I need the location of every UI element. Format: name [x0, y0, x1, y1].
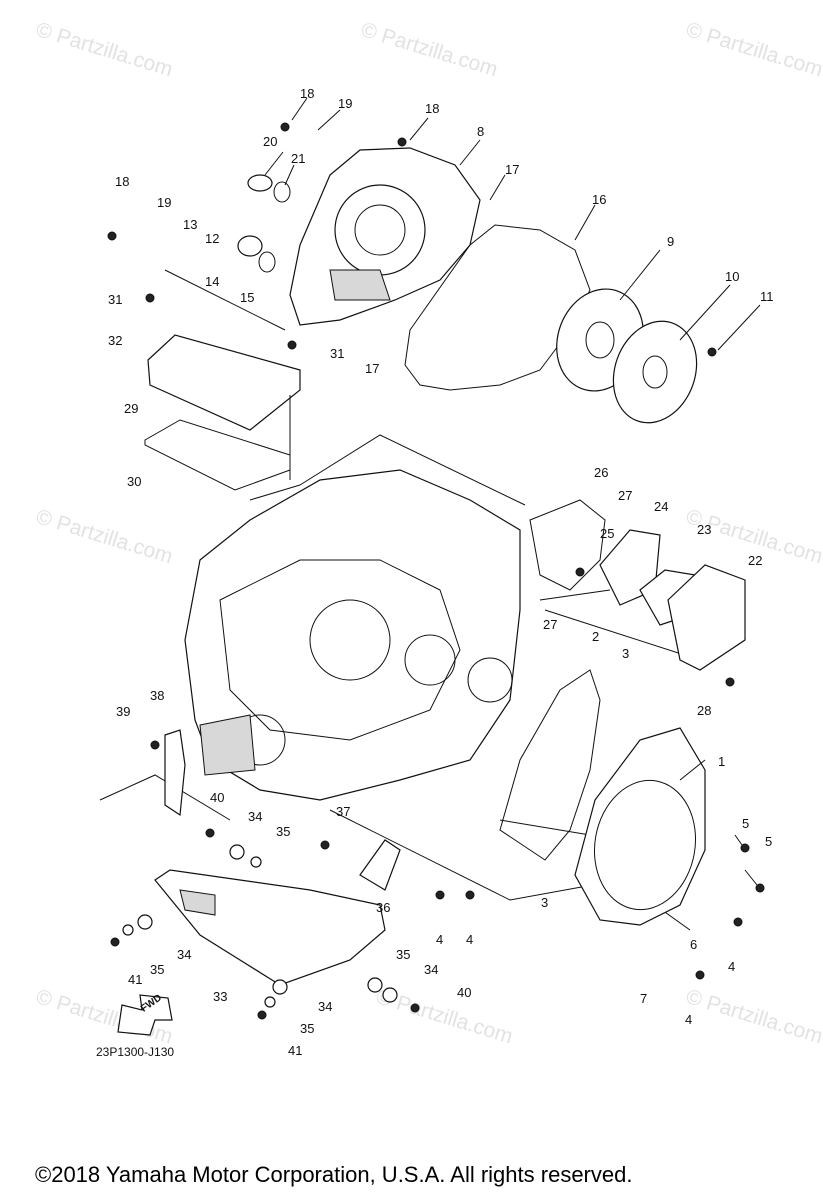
- bracket: [359, 839, 401, 891]
- part-label: 35: [150, 962, 165, 977]
- part-label: 11: [760, 289, 774, 304]
- part-label: 31: [108, 292, 123, 307]
- copyright-text: ©2018 Yamaha Motor Corporation, U.S.A. A…: [35, 1162, 633, 1187]
- part-label: 15: [240, 290, 255, 305]
- part-label: 2: [592, 629, 600, 644]
- part-label: 40: [457, 985, 472, 1000]
- part-label: 41: [288, 1043, 303, 1058]
- part-label: 7: [640, 991, 648, 1006]
- part-label: 1: [718, 754, 726, 769]
- bolts: [107, 122, 765, 1020]
- part-label: 23: [697, 522, 712, 537]
- part-label: 37: [336, 804, 351, 819]
- part-label: 8: [477, 124, 485, 139]
- part-label: 9: [667, 234, 675, 249]
- generator-cover: [574, 727, 706, 926]
- part-label: 31: [330, 346, 345, 361]
- part-label: 22: [748, 553, 763, 568]
- part-label: 4: [685, 1012, 693, 1027]
- part-label: 26: [594, 465, 609, 480]
- part-label: 28: [697, 703, 712, 718]
- part-label: 5: [742, 816, 750, 831]
- breather-cover: [147, 334, 301, 431]
- part-label: 34: [318, 999, 333, 1014]
- part-label: 36: [376, 900, 391, 915]
- small-gasket: [529, 499, 606, 591]
- part-label: 27: [543, 617, 558, 632]
- part-label: 39: [116, 704, 131, 719]
- part-label: 35: [300, 1021, 315, 1036]
- breather-gasket: [144, 419, 291, 491]
- part-label: 17: [365, 361, 380, 376]
- part-label: 38: [150, 688, 165, 703]
- part-label: 18: [115, 174, 130, 189]
- part-label: 35: [276, 824, 291, 839]
- part-label: 6: [690, 937, 698, 952]
- part-label: 5: [765, 834, 773, 849]
- part-label: 21: [291, 151, 306, 166]
- part-label: 18: [300, 86, 315, 101]
- part-label: 14: [205, 274, 220, 289]
- skid-plate: [154, 869, 386, 986]
- part-label: 3: [541, 895, 549, 910]
- part-label: 29: [124, 401, 139, 416]
- part-label: 19: [157, 195, 172, 210]
- part-label: 16: [592, 192, 607, 207]
- part-label: 25: [600, 526, 615, 541]
- part-label: 12: [205, 231, 220, 246]
- crankcase: [184, 469, 521, 801]
- diagram-code: 23P1300-J130: [96, 1045, 175, 1059]
- part-label: 4: [436, 932, 444, 947]
- part-label: 17: [505, 162, 520, 177]
- pickup-cover: [667, 564, 746, 671]
- plug: [247, 174, 273, 192]
- part-label: 33: [213, 989, 228, 1004]
- part-label: 35: [396, 947, 411, 962]
- part-label: 30: [127, 474, 142, 489]
- part-label: 40: [210, 790, 225, 805]
- part-label: 10: [725, 269, 740, 284]
- fwd-arrow: [117, 994, 173, 1036]
- plug: [237, 235, 263, 257]
- part-label: 20: [263, 134, 278, 149]
- part-label: 18: [425, 101, 440, 116]
- bracket: [164, 729, 186, 817]
- generator-gasket: [499, 669, 601, 861]
- part-label: 27: [618, 488, 633, 503]
- part-label: 13: [183, 217, 198, 232]
- part-label: 4: [728, 959, 736, 974]
- part-label: 34: [177, 947, 192, 962]
- part-label: 34: [424, 962, 439, 977]
- part-label: 34: [248, 809, 263, 824]
- part-label: 24: [654, 499, 669, 514]
- part-label: 19: [338, 96, 353, 111]
- part-label: 41: [128, 972, 143, 987]
- part-label: 4: [466, 932, 474, 947]
- cover-plate: [612, 320, 698, 424]
- part-label: 3: [622, 646, 630, 661]
- part-label: 32: [108, 333, 123, 348]
